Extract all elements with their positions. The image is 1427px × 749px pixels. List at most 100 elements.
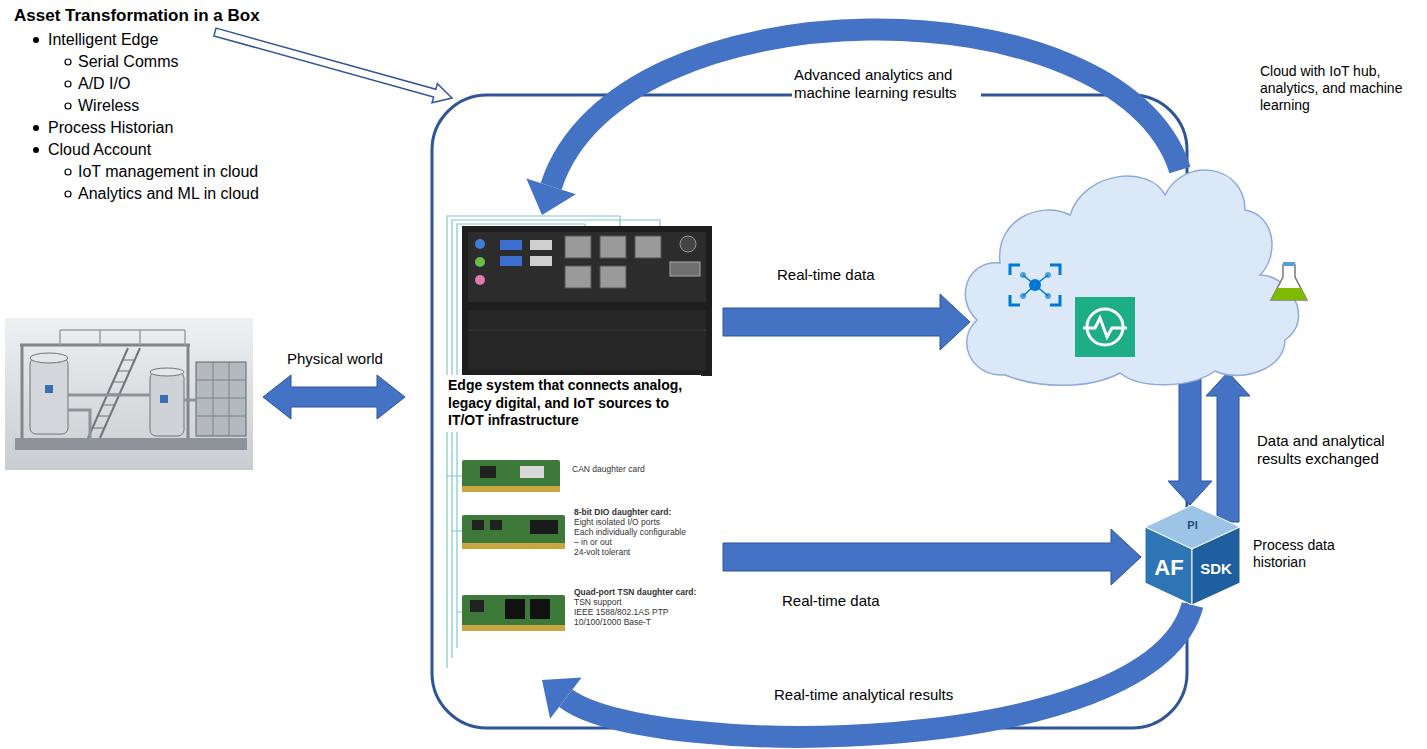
edge-hardware-illustration xyxy=(530,599,550,619)
ml-flask-icon xyxy=(1271,265,1307,300)
edge-hardware-illustration xyxy=(475,257,485,267)
machine-illustration xyxy=(160,395,168,403)
edge-hardware-illustration xyxy=(670,262,700,276)
block-arrow xyxy=(1168,374,1212,505)
connector-arrow xyxy=(542,605,1193,737)
card-label: 10/100/1000 Base-T xyxy=(574,617,651,627)
sub-bullet-item: Analytics and ML in cloud xyxy=(78,184,259,204)
curved-arrow-shaft xyxy=(551,29,1180,186)
card-label: Each individually configurable xyxy=(574,527,686,537)
analytics-icon xyxy=(1075,297,1135,357)
machine-illustration xyxy=(15,438,247,450)
cube-label: PI xyxy=(1175,519,1210,531)
edge-hardware-illustration xyxy=(462,226,712,376)
cube-label: SDK xyxy=(1194,560,1238,577)
machine-illustration xyxy=(229,362,230,436)
edge-hardware-illustration xyxy=(472,520,484,530)
edge-hardware-illustration xyxy=(462,543,565,549)
edge-hardware-illustration xyxy=(462,515,565,549)
edge-hardware-illustration xyxy=(565,266,591,288)
edge-hardware-illustration xyxy=(447,216,712,668)
block-arrow xyxy=(1206,372,1250,522)
bullet-item: Intelligent Edge xyxy=(48,30,158,50)
machine-illustration xyxy=(88,348,128,438)
curved-arrow-shaft xyxy=(566,605,1193,737)
ml-flask-icon xyxy=(1271,288,1307,300)
block-arrow xyxy=(723,294,970,350)
machine-illustration xyxy=(5,318,253,470)
bullet-item: Process Historian xyxy=(48,118,173,138)
machine-illustration xyxy=(68,395,196,438)
machine-illustration xyxy=(213,362,214,436)
edge-label: Real-time data xyxy=(775,266,877,284)
machine-illustration xyxy=(30,358,68,434)
card-label: 24-volt tolerant xyxy=(574,547,630,557)
machine-illustration xyxy=(102,405,114,406)
machine-illustration xyxy=(150,372,184,436)
iot-hub-icon xyxy=(1010,265,1060,305)
edge-hardware-illustration xyxy=(468,232,706,302)
arrow-head xyxy=(526,179,576,215)
cloud-heading: Cloud with IoT hub, analytics, and machi… xyxy=(1260,63,1420,113)
bullet-markers xyxy=(65,81,71,87)
machine-illustration xyxy=(45,385,53,393)
cloud-outline xyxy=(965,170,1298,385)
connector-arrow xyxy=(1206,372,1250,522)
machine-illustration xyxy=(92,428,104,429)
machine-illustration xyxy=(150,368,184,376)
edge-hardware-illustration xyxy=(475,239,485,249)
edge-hardware-illustration xyxy=(468,330,706,331)
edge-hardware-illustration xyxy=(462,460,560,492)
title-heading: Asset Transformation in a Box xyxy=(14,6,260,26)
machine-illustration xyxy=(112,382,124,383)
card-label: IEEE 1588/802.1AS PTP xyxy=(574,607,669,617)
edge-label: Data and analytical results exchanged xyxy=(1255,432,1424,468)
bullet-item: Cloud Account xyxy=(48,140,151,160)
edge-hardware-illustration xyxy=(530,240,552,250)
edge-hardware-illustration xyxy=(480,466,496,478)
sub-bullet-item: Wireless xyxy=(78,96,139,116)
edge-system-caption: Edge system that connects analog, legacy… xyxy=(445,375,701,432)
edge-hardware-illustration xyxy=(462,595,565,631)
edge-hardware-illustration xyxy=(635,236,661,258)
card-label: 8-bit DIO daughter card: xyxy=(574,507,671,517)
arrow-head xyxy=(542,678,582,719)
machine-illustration xyxy=(59,330,61,345)
machine-illustration xyxy=(139,330,141,345)
connector-arrow xyxy=(723,529,1141,585)
edge-hardware-illustration xyxy=(600,266,626,288)
arrow-caption: Physical world xyxy=(287,350,383,367)
bullet-markers xyxy=(65,103,71,109)
ml-flask-icon xyxy=(1283,262,1295,266)
card-label: CAN daughter card xyxy=(572,464,645,474)
edge-hardware-illustration xyxy=(565,236,591,258)
edge-hardware-illustration xyxy=(530,520,558,534)
iot-hub-icon xyxy=(1023,275,1048,296)
machine-illustration xyxy=(196,416,246,417)
edge-label: Advanced analytics and machine learning … xyxy=(792,66,981,102)
bullet-markers xyxy=(33,37,39,43)
machine-illustration xyxy=(196,380,246,381)
machine-illustration xyxy=(97,416,109,417)
connector-arrow xyxy=(526,29,1180,215)
connector-arrow xyxy=(723,294,970,350)
edge-hardware-illustration xyxy=(520,466,544,478)
edge-hardware-illustration xyxy=(468,310,706,370)
edge-hardware-illustration xyxy=(490,520,502,530)
machine-illustration xyxy=(20,344,190,347)
cloud-outline xyxy=(955,135,1315,380)
cloud-node: Cloud with IoT hub, analytics, and machi… xyxy=(955,135,1315,380)
bullet-markers xyxy=(33,147,39,153)
hollow-arrow xyxy=(214,28,452,103)
machine-illustration xyxy=(99,330,101,345)
connector-arrow xyxy=(1168,374,1212,505)
iot-hub-icon xyxy=(1010,265,1060,305)
machine-illustration xyxy=(196,362,246,436)
sub-bullet-item: A/D I/O xyxy=(78,74,130,94)
card-label: – in or out xyxy=(574,537,612,547)
analytics-icon xyxy=(1083,318,1127,337)
bullet-markers xyxy=(65,191,71,197)
cube-outline xyxy=(1192,527,1240,605)
edge-hardware-illustration xyxy=(600,236,626,258)
